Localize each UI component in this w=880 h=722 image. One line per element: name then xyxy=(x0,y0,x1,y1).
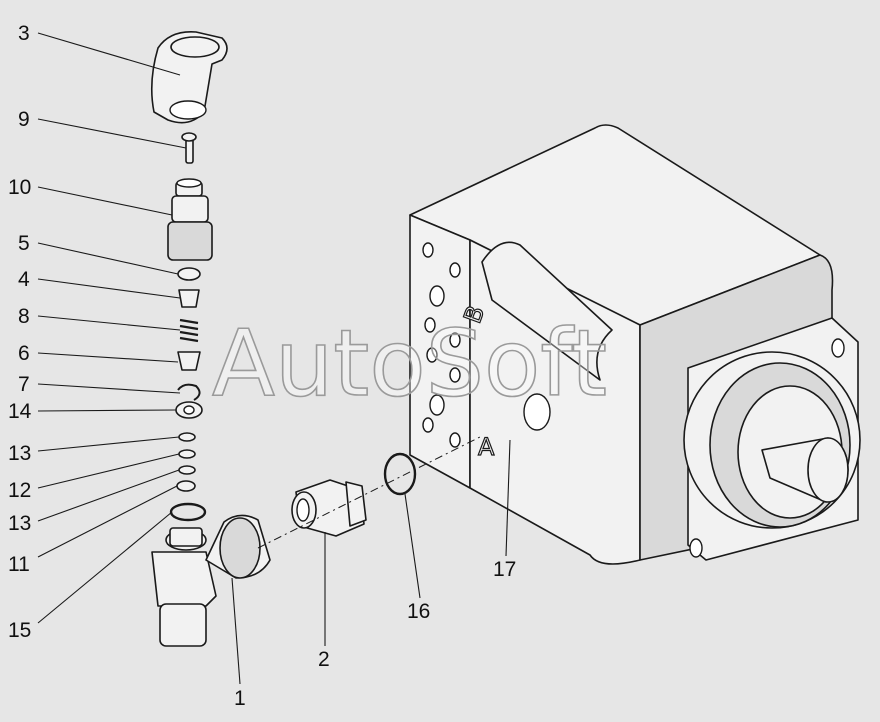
callout-16: 16 xyxy=(407,600,430,623)
sleeve xyxy=(175,401,203,419)
washer-5 xyxy=(177,267,201,281)
spring xyxy=(179,318,199,343)
valve-pin xyxy=(181,132,197,164)
callout-13-upper: 13 xyxy=(8,442,31,465)
callout-11: 11 xyxy=(8,553,30,576)
retaining-ring xyxy=(177,383,201,401)
port-a-label: A xyxy=(478,433,495,461)
leader-lines xyxy=(37,32,511,685)
callout-10: 10 xyxy=(8,176,31,199)
ring-11 xyxy=(176,480,196,492)
elbow-fitting xyxy=(151,514,271,647)
callout-13-lower: 13 xyxy=(8,512,31,535)
callout-7: 7 xyxy=(18,373,30,396)
ring-13-upper xyxy=(178,432,196,442)
dust-cap xyxy=(150,31,228,124)
callout-9: 9 xyxy=(18,108,30,131)
assembly-axis xyxy=(257,436,481,549)
callout-labels: 3 9 10 5 4 8 6 7 14 13 12 13 11 15 1 2 1… xyxy=(8,22,516,710)
callout-17: 17 xyxy=(493,558,516,581)
callout-2: 2 xyxy=(318,648,330,671)
seal-ring-16 xyxy=(383,452,417,496)
pump-body: B A xyxy=(409,124,861,565)
valve-seat xyxy=(178,289,200,308)
ring-13-lower xyxy=(178,465,196,475)
callout-5: 5 xyxy=(18,232,30,255)
callout-6: 6 xyxy=(18,342,30,365)
callout-8: 8 xyxy=(18,305,30,328)
o-ring-15 xyxy=(169,502,207,522)
ring-12 xyxy=(178,449,196,459)
coupling-nipple xyxy=(167,178,213,261)
callout-3: 3 xyxy=(18,22,30,45)
valve-guide xyxy=(177,351,201,371)
callout-15: 15 xyxy=(8,619,31,642)
autosoft-watermark: AutoSoft xyxy=(212,310,607,417)
callout-12: 12 xyxy=(8,479,31,502)
adapter xyxy=(291,479,367,537)
callout-1: 1 xyxy=(234,687,246,710)
callout-14: 14 xyxy=(8,400,32,423)
callout-4: 4 xyxy=(18,268,30,291)
